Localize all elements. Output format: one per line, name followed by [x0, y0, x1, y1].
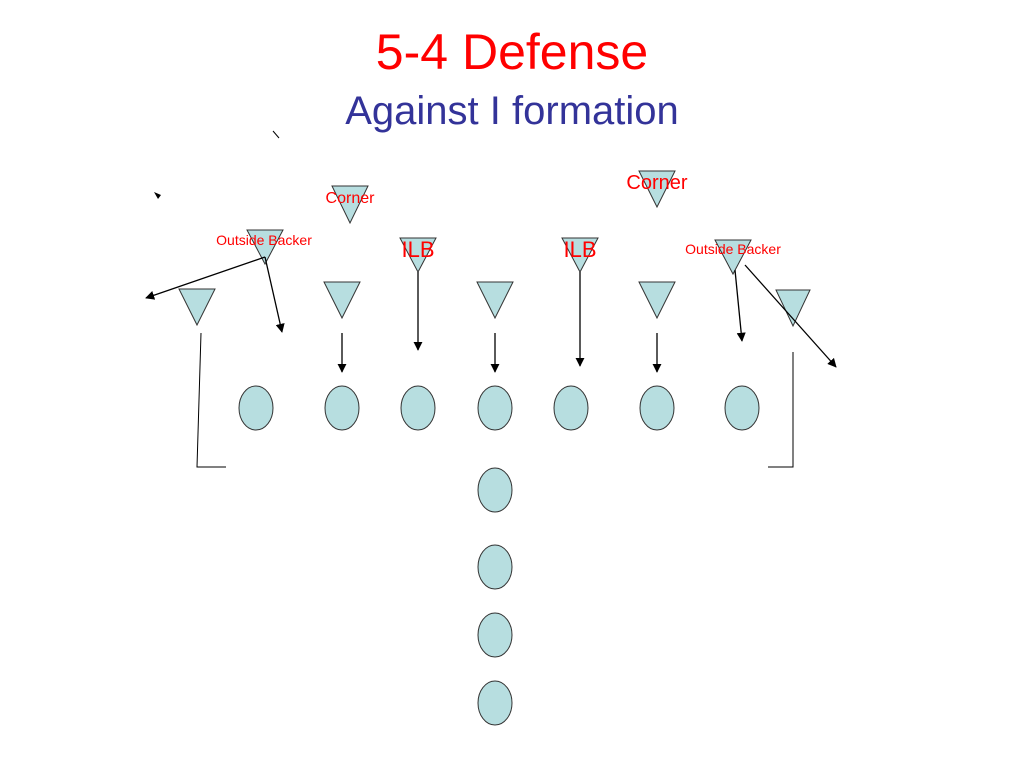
arrow-olb-left-out — [145, 256, 266, 300]
slide-subtitle: Against I formation — [345, 89, 679, 133]
stray-arrowhead — [154, 192, 161, 199]
arrow-olb-left-in — [264, 256, 285, 333]
offense-lineman-6 — [639, 385, 675, 431]
label-corner-right: Corner — [626, 172, 687, 194]
offense-lineman-7 — [724, 385, 760, 431]
defender-line-3 — [476, 281, 514, 320]
offense-lineman-3 — [400, 385, 436, 431]
defender-outside-backer-right — [714, 239, 752, 276]
offense-lineman-5 — [553, 385, 589, 431]
defender-line-2 — [323, 281, 361, 320]
stray-mark — [272, 130, 280, 139]
offense-quarterback — [477, 467, 513, 513]
defender-corner-left — [331, 185, 369, 225]
offense-lineman-1 — [238, 385, 274, 431]
offense-fullback — [477, 544, 513, 590]
defender-ilb-left — [399, 237, 437, 274]
label-ilb-right: ILB — [563, 237, 596, 262]
label-outside-backer-left: Outside Backer — [216, 232, 312, 248]
offense-lineman-2 — [324, 385, 360, 431]
offense-back-deep — [477, 680, 513, 726]
defender-line-5 — [775, 289, 811, 328]
label-corner-left: Corner — [326, 190, 376, 207]
bracket-right — [768, 352, 794, 468]
offense-center — [477, 385, 513, 431]
label-outside-backer-right: Outside Backer — [685, 241, 781, 257]
defender-outside-backer-left — [246, 229, 284, 266]
defender-line-4 — [638, 281, 676, 320]
slide-title: 5-4 Defense — [375, 24, 649, 80]
bracket-left — [196, 332, 226, 468]
defender-ilb-right — [561, 237, 599, 274]
label-ilb-left: ILB — [401, 237, 434, 262]
arrow-olb-right-in — [734, 269, 746, 342]
defender-line-1 — [178, 288, 216, 327]
arrow-olb-right-out — [744, 264, 837, 368]
defender-corner-right — [638, 170, 676, 209]
offense-tailback — [477, 612, 513, 658]
